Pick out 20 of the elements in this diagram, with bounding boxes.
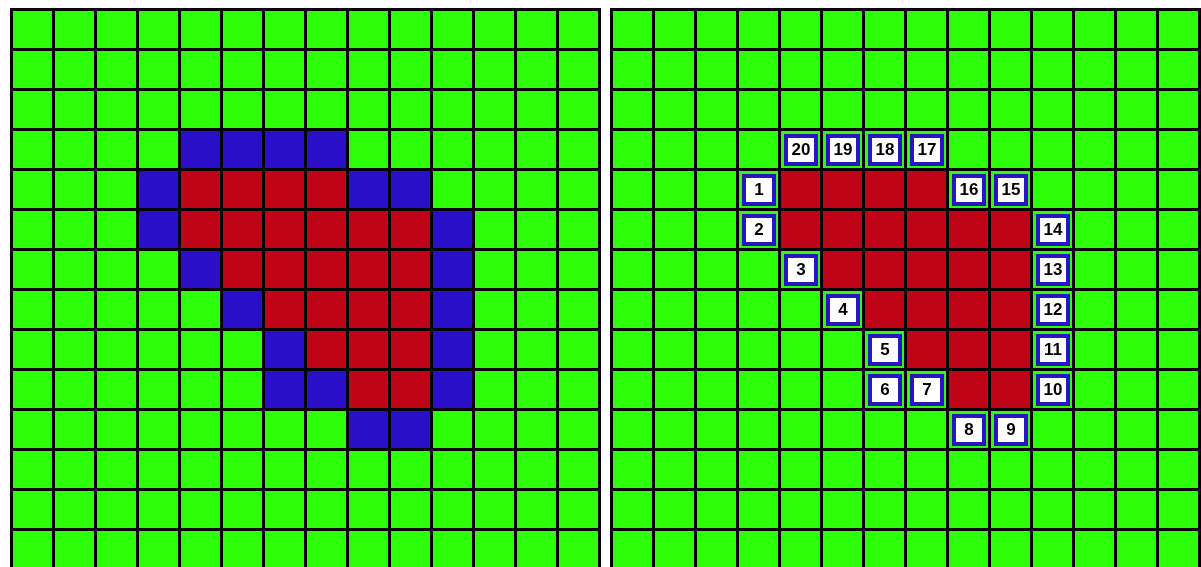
callout-number: 19 bbox=[826, 134, 860, 166]
callout-number: 2 bbox=[742, 214, 776, 246]
callout-number: 14 bbox=[1036, 214, 1070, 246]
callout-number: 10 bbox=[1036, 374, 1070, 406]
callout-number: 7 bbox=[910, 374, 944, 406]
callout-number: 11 bbox=[1036, 334, 1070, 366]
callout-number: 5 bbox=[868, 334, 902, 366]
callout-number: 17 bbox=[910, 134, 944, 166]
callout-number: 12 bbox=[1036, 294, 1070, 326]
callout-number: 13 bbox=[1036, 254, 1070, 286]
callout-number: 18 bbox=[868, 134, 902, 166]
callout-number: 9 bbox=[994, 414, 1028, 446]
callout-number: 15 bbox=[994, 174, 1028, 206]
callout-number: 1 bbox=[742, 174, 776, 206]
callout-number: 16 bbox=[952, 174, 986, 206]
callout-number: 4 bbox=[826, 294, 860, 326]
callout-number: 6 bbox=[868, 374, 902, 406]
callout-number: 3 bbox=[784, 254, 818, 286]
callout-number: 20 bbox=[784, 134, 818, 166]
callout-number: 8 bbox=[952, 414, 986, 446]
